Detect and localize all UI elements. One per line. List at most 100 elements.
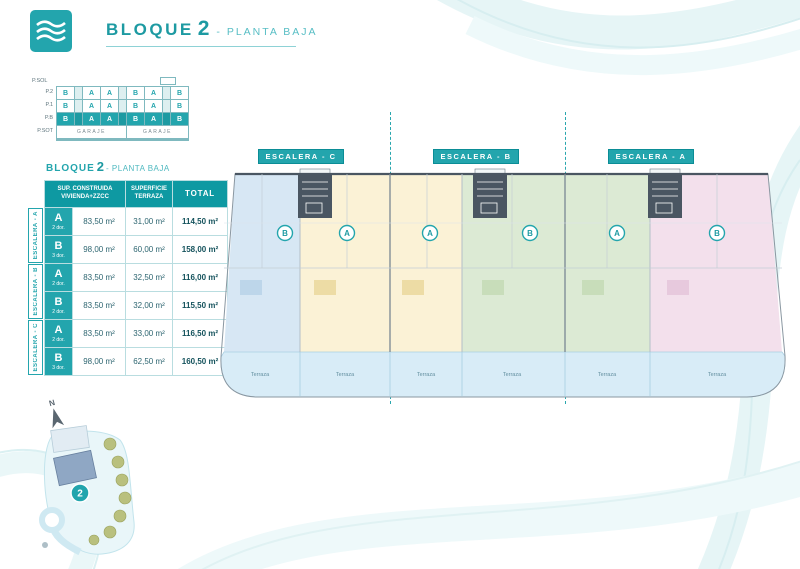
- unit-cell-current: A: [83, 113, 100, 125]
- furniture: [314, 280, 336, 295]
- title-number: 2: [197, 17, 210, 40]
- stair-strip: [119, 100, 126, 112]
- escalera-group-label: ESCALERA - C: [28, 320, 43, 375]
- floor-label-psot: P.SOT: [37, 128, 53, 134]
- terraza-label: Terraza: [336, 372, 355, 378]
- value-terraza: 32,50 m²: [126, 264, 172, 291]
- svg-text:N: N: [48, 398, 56, 408]
- unit-cell: A: [83, 100, 100, 112]
- building-outline: [220, 173, 786, 398]
- value-total: 114,50 m²: [173, 208, 227, 235]
- unit-cell: B: [127, 87, 144, 99]
- landscaping-bushes: [88, 437, 132, 546]
- furniture: [582, 280, 604, 295]
- section-grid: B A A B A B B A A B A B B: [56, 86, 189, 141]
- unit-cell-current: B: [57, 113, 74, 125]
- value-total: 116,50 m²: [173, 320, 227, 347]
- svg-text:B: B: [527, 229, 533, 238]
- value-total: 160,50 m²: [173, 348, 227, 375]
- unit-cell: A: [101, 100, 118, 112]
- value-terraza: 60,00 m²: [126, 236, 172, 263]
- value-terraza: 32,00 m²: [126, 292, 172, 319]
- furniture: [482, 280, 504, 295]
- furniture: [667, 280, 689, 295]
- stair-core: [648, 174, 682, 218]
- floor-label-pb: P.B: [44, 115, 53, 121]
- unit-badge: B: [521, 224, 539, 242]
- escalera-b-label: ESCALERA - B: [433, 149, 519, 164]
- stair-strip: [163, 113, 170, 125]
- value-construida: 83,50 m²: [73, 320, 125, 347]
- stair-core: [473, 174, 507, 218]
- unit-cell: B: [57, 100, 74, 112]
- value-construida: 98,00 m²: [73, 348, 125, 375]
- value-construida: 83,50 m²: [73, 208, 125, 235]
- stair-core: [298, 174, 332, 218]
- cul-de-sac: [39, 507, 65, 533]
- escalera-c-label: ESCALERA - C: [258, 149, 344, 164]
- stair-bulkhead-box: [160, 77, 176, 85]
- unit-cell-current: B: [171, 113, 188, 125]
- value-terraza: 33,00 m²: [126, 320, 172, 347]
- north-compass: N: [48, 398, 65, 429]
- title-bloque: BLOQUE: [106, 20, 194, 39]
- terraza-label: Terraza: [598, 372, 617, 378]
- other-phase-footprint: [50, 425, 90, 453]
- value-terraza: 62,50 m²: [126, 348, 172, 375]
- terraza-label: Terraza: [708, 372, 727, 378]
- unit-badge: B: [708, 224, 726, 242]
- unit-cell: B: [57, 87, 74, 99]
- unit-cell-current: A: [145, 113, 162, 125]
- site-plan: N 2: [39, 398, 135, 556]
- stair-strip: [75, 87, 82, 99]
- escalera-group-label: ESCALERA - A: [28, 208, 43, 263]
- terraza-label: Terraza: [503, 372, 522, 378]
- terraza-label: Terraza: [251, 372, 270, 378]
- stair-strip: [163, 87, 170, 99]
- floorplan-drawing: Terraza Terraza Terraza Terraza Terraza …: [220, 168, 786, 398]
- stair-strip: [119, 113, 126, 125]
- waves-icon: [36, 20, 66, 42]
- unit-cell: A: [145, 87, 162, 99]
- svg-text:B: B: [714, 229, 720, 238]
- stair-strip: [75, 113, 82, 125]
- stair-strip: [163, 100, 170, 112]
- stair-strip: [75, 100, 82, 112]
- title-underline: [106, 46, 296, 47]
- floor-label-psol: P.SOL: [32, 78, 48, 84]
- floorplan-area: ESCALERA - C ESCALERA - B ESCALERA - A: [212, 112, 796, 410]
- title-planta: - PLANTA BAJA: [216, 26, 318, 38]
- svg-text:A: A: [427, 229, 433, 238]
- unit-cell: A: [83, 87, 100, 99]
- stair-strip: [119, 87, 126, 99]
- value-total: 116,00 m²: [173, 264, 227, 291]
- road-dot: [42, 542, 48, 548]
- svg-text:A: A: [344, 229, 350, 238]
- block-2-footprint: [53, 449, 97, 487]
- table-title-planta: - PLANTA BAJA: [106, 164, 170, 173]
- unit-cell: A: [101, 87, 118, 99]
- garage-cell: GARAJE: [127, 126, 188, 138]
- unit-cell-current: B: [127, 113, 144, 125]
- svg-text:2: 2: [77, 489, 83, 500]
- unit-cell: B: [171, 100, 188, 112]
- unit-badge: A: [338, 224, 356, 242]
- floor-label-p2: P.2: [45, 89, 53, 95]
- furniture: [240, 280, 262, 295]
- value-total: 158,00 m²: [173, 236, 227, 263]
- furniture: [402, 280, 424, 295]
- block-marker: 2: [70, 483, 90, 503]
- value-terraza: 31,00 m²: [126, 208, 172, 235]
- value-construida: 83,50 m²: [73, 264, 125, 291]
- unit-cell: B: [171, 87, 188, 99]
